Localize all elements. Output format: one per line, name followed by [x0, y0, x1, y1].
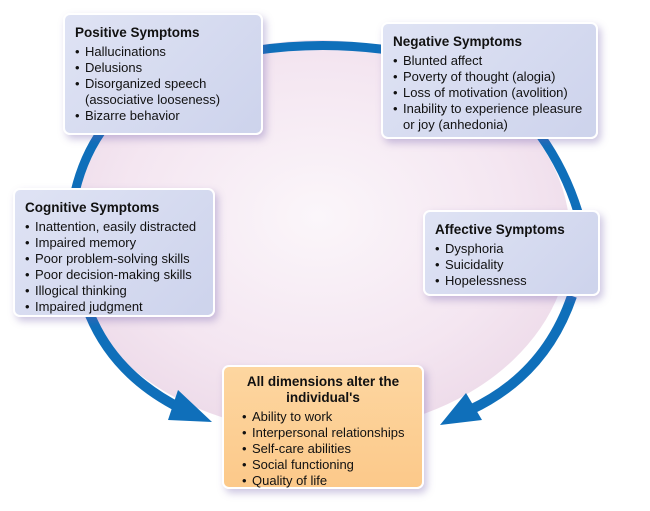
list-item: Disorganized speech (associative loosene… — [75, 76, 251, 108]
cycle-arc-right — [536, 132, 583, 214]
list-item: Loss of motivation (avolition) — [393, 85, 586, 101]
list-item: Delusions — [75, 60, 251, 76]
cognitive-symptoms-list: Inattention, easily distracted Impaired … — [25, 219, 203, 315]
negative-symptoms-title: Negative Symptoms — [393, 34, 523, 49]
cognitive-symptoms-box: Cognitive Symptoms Inattention, easily d… — [13, 188, 215, 317]
arrow-cognitive-to-outcome — [85, 313, 183, 413]
list-item: Hallucinations — [75, 44, 251, 60]
positive-symptoms-list: Hallucinations Delusions Disorganized sp… — [75, 44, 251, 124]
list-item: Inattention, easily distracted — [25, 219, 203, 235]
list-item: Poor decision-making skills — [25, 267, 203, 283]
list-item: Ability to work — [242, 409, 412, 425]
list-item: Illogical thinking — [25, 283, 203, 299]
affective-symptoms-title: Affective Symptoms — [435, 222, 565, 237]
positive-symptoms-title: Positive Symptoms — [75, 25, 200, 40]
list-item: Interpersonal relationships — [242, 425, 412, 441]
arrowhead-right-icon — [440, 393, 482, 425]
list-item: Poor problem-solving skills — [25, 251, 203, 267]
list-item: Impaired memory — [25, 235, 203, 251]
list-item: Quality of life — [242, 473, 412, 489]
cognitive-symptoms-title: Cognitive Symptoms — [25, 200, 160, 215]
affective-symptoms-box: Affective Symptoms Dysphoria Suicidality… — [423, 210, 600, 296]
positive-symptoms-box: Positive Symptoms Hallucinations Delusio… — [63, 13, 263, 135]
list-item: Impaired judgment — [25, 299, 203, 315]
list-item: Hopelessness — [435, 273, 588, 289]
negative-symptoms-list: Blunted affect Poverty of thought (alogi… — [393, 53, 586, 133]
outcome-box: All dimensions alter the individual's Ab… — [222, 365, 424, 489]
arrowhead-left-icon — [168, 390, 212, 422]
arrow-affective-to-outcome — [467, 294, 577, 415]
list-item: Suicidality — [435, 257, 588, 273]
list-item: Dysphoria — [435, 241, 588, 257]
outcome-title: All dimensions alter the individual's — [246, 374, 400, 405]
list-item: Blunted affect — [393, 53, 586, 69]
outcome-list: Ability to work Interpersonal relationsh… — [234, 409, 412, 489]
negative-symptoms-box: Negative Symptoms Blunted affect Poverty… — [381, 22, 598, 139]
list-item: Bizarre behavior — [75, 108, 251, 124]
list-item: Social functioning — [242, 457, 412, 473]
list-item: Self-care abilities — [242, 441, 412, 457]
affective-symptoms-list: Dysphoria Suicidality Hopelessness — [435, 241, 588, 289]
list-item: Poverty of thought (alogia) — [393, 69, 586, 85]
list-item: Inability to experience pleasure or joy … — [393, 101, 586, 133]
